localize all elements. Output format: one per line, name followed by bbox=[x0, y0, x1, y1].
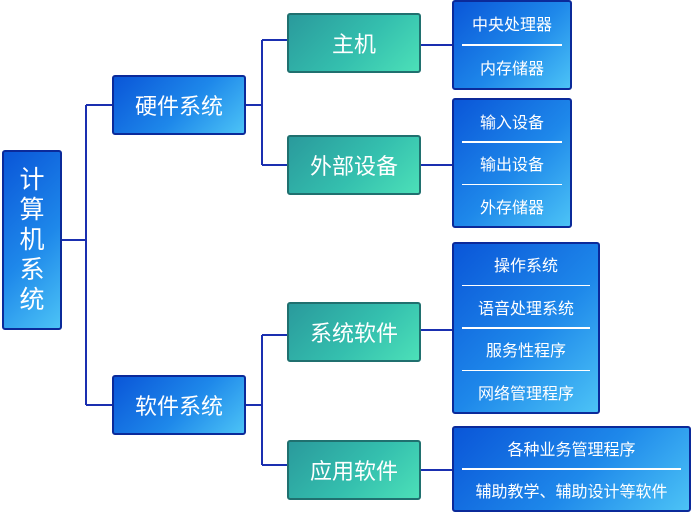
leaf-item: 各种业务管理程序 bbox=[507, 440, 636, 460]
node-software-system: 软件系统 bbox=[112, 375, 246, 435]
node-label: 应用软件 bbox=[309, 460, 398, 485]
node-label: 主机 bbox=[331, 33, 376, 58]
root-char: 机 bbox=[19, 225, 45, 254]
leaf-item: 中央处理器 bbox=[471, 15, 552, 35]
leaf-item: 输入设备 bbox=[479, 112, 544, 132]
root-char: 统 bbox=[19, 285, 45, 314]
node-host: 主机 bbox=[287, 13, 421, 73]
leaf-separator bbox=[462, 327, 590, 329]
leaf-separator bbox=[462, 183, 562, 185]
leaf-item: 辅助教学、辅助设计等软件 bbox=[475, 481, 668, 501]
leaf-list-application-software: 各种业务管理程序 辅助教学、辅助设计等软件 bbox=[452, 426, 691, 512]
node-label: 软件系统 bbox=[134, 395, 223, 420]
node-peripherals: 外部设备 bbox=[287, 135, 421, 195]
leaf-item: 服务性程序 bbox=[485, 341, 566, 361]
node-hardware-system: 硬件系统 bbox=[112, 75, 246, 135]
node-application-software: 应用软件 bbox=[287, 440, 421, 500]
leaf-separator bbox=[462, 369, 590, 372]
root-char: 计 bbox=[19, 165, 45, 194]
leaf-item: 网络管理程序 bbox=[477, 383, 574, 403]
root-char: 算 bbox=[19, 195, 45, 224]
node-label: 外部设备 bbox=[309, 155, 398, 180]
leaf-separator bbox=[462, 284, 590, 287]
leaf-list-peripherals: 输入设备 输出设备 外存储器 bbox=[452, 98, 572, 228]
node-label: 系统软件 bbox=[309, 322, 398, 347]
leaf-separator bbox=[462, 468, 681, 470]
leaf-item: 内存储器 bbox=[479, 58, 544, 78]
leaf-item: 外存储器 bbox=[479, 197, 544, 217]
leaf-item: 操作系统 bbox=[493, 256, 558, 276]
leaf-separator bbox=[462, 141, 562, 143]
root-char: 系 bbox=[19, 255, 45, 284]
leaf-separator bbox=[462, 44, 562, 46]
node-label: 硬件系统 bbox=[134, 95, 223, 120]
root-node-computer-system: 计 算 机 系 统 bbox=[2, 150, 62, 330]
leaf-item: 语音处理系统 bbox=[477, 298, 574, 318]
node-system-software: 系统软件 bbox=[287, 302, 421, 362]
leaf-item: 输出设备 bbox=[479, 155, 544, 174]
leaf-list-host: 中央处理器 内存储器 bbox=[452, 0, 572, 90]
leaf-list-system-software: 操作系统 语音处理系统 服务性程序 网络管理程序 bbox=[452, 242, 600, 414]
